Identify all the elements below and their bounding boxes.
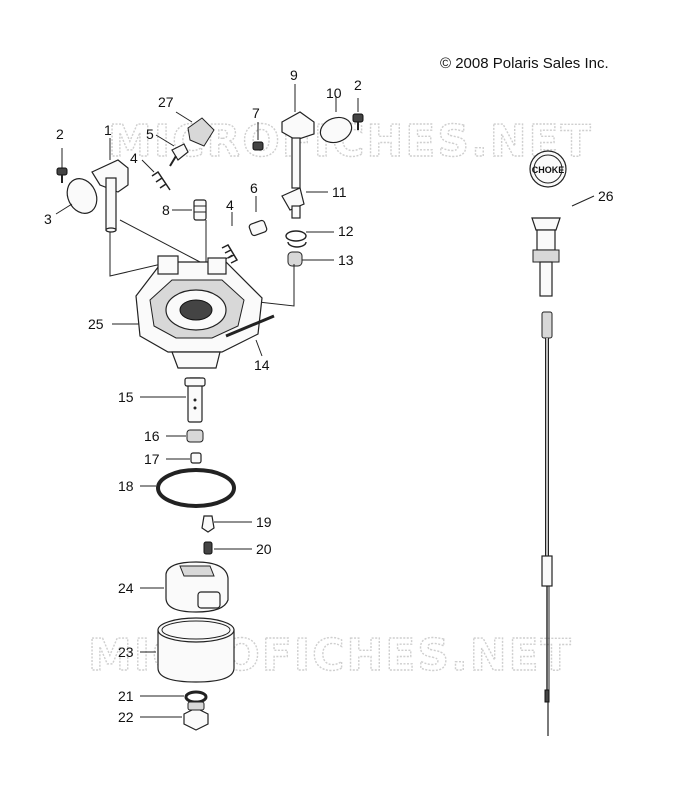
part-20-needle-spring[interactable]	[203, 541, 252, 555]
part-25-carburetor-body[interactable]	[112, 255, 263, 369]
callout-2-right: 2	[354, 77, 362, 93]
part-27-limiter-cap[interactable]	[175, 111, 215, 147]
part-23-float-bowl[interactable]	[140, 617, 235, 683]
callout-6: 6	[250, 180, 258, 196]
callout-21: 21	[118, 688, 134, 704]
callout-4-lower: 4	[226, 197, 234, 213]
part-9-throttle-shaft[interactable]	[281, 84, 315, 189]
part-14-breather-tube[interactable]	[225, 314, 275, 357]
part-18-bowl-gasket[interactable]	[140, 468, 236, 508]
copyright-notice: © 2008 Polaris Sales Inc.	[440, 55, 609, 72]
callout-27: 27	[158, 94, 174, 110]
part-2-screw-right[interactable]	[352, 98, 364, 130]
callout-16: 16	[144, 428, 160, 444]
choke-label: CHOKE	[532, 165, 565, 175]
callout-2: 2	[56, 126, 64, 142]
part-24-float[interactable]	[140, 561, 229, 613]
callout-19: 19	[256, 514, 272, 530]
callout-17: 17	[144, 451, 160, 467]
callout-3: 3	[44, 211, 52, 227]
callout-18: 18	[118, 478, 134, 494]
callout-15: 15	[118, 389, 134, 405]
callout-1: 1	[104, 122, 112, 138]
callout-22: 22	[118, 709, 134, 725]
part-17-main-jet-small[interactable]	[166, 452, 202, 464]
part-8-main-jet[interactable]	[172, 199, 207, 221]
part-4-spring-lower[interactable]	[221, 212, 239, 264]
part-4-spring-upper[interactable]	[141, 159, 171, 191]
callout-9: 9	[290, 67, 298, 83]
part-12-return-spring[interactable]	[285, 230, 334, 248]
part-22-bowl-bolt[interactable]	[140, 701, 209, 731]
callout-20: 20	[256, 541, 272, 557]
part-6-idle-screw[interactable]	[248, 196, 268, 237]
callout-8: 8	[162, 202, 170, 218]
callout-5: 5	[146, 126, 154, 142]
callout-12: 12	[338, 223, 354, 239]
part-10-throttle-plate[interactable]	[317, 96, 355, 147]
part-13-bushing[interactable]	[287, 251, 334, 267]
part-26-choke-cable[interactable]: CHOKE	[529, 150, 595, 736]
callout-23: 23	[118, 644, 134, 660]
callout-labels: 2 1 3 27 5 4 8 9 7 10 2 6 4 11 12 13 25 …	[44, 67, 614, 725]
part-2-screw-left[interactable]	[56, 148, 68, 183]
part-16-jet-holder[interactable]	[166, 429, 204, 443]
callout-25: 25	[88, 316, 104, 332]
callout-7: 7	[252, 105, 260, 121]
part-11-throttle-lever[interactable]	[281, 187, 328, 219]
callout-24: 24	[118, 580, 134, 596]
callout-14: 14	[254, 357, 270, 373]
callout-10: 10	[326, 85, 342, 101]
callout-26: 26	[598, 188, 614, 204]
callout-13: 13	[338, 252, 354, 268]
part-19-float-needle[interactable]	[201, 515, 252, 533]
part-1-choke-shaft[interactable]	[91, 138, 129, 233]
callout-11: 11	[332, 184, 347, 200]
part-7-screw[interactable]	[252, 122, 264, 151]
part-3-choke-plate[interactable]	[55, 174, 102, 218]
part-21-washer[interactable]	[140, 690, 208, 704]
part-15-emulsion-tube[interactable]	[140, 377, 206, 423]
part-5-pilot-screw[interactable]	[155, 134, 189, 167]
callout-4: 4	[130, 150, 138, 166]
